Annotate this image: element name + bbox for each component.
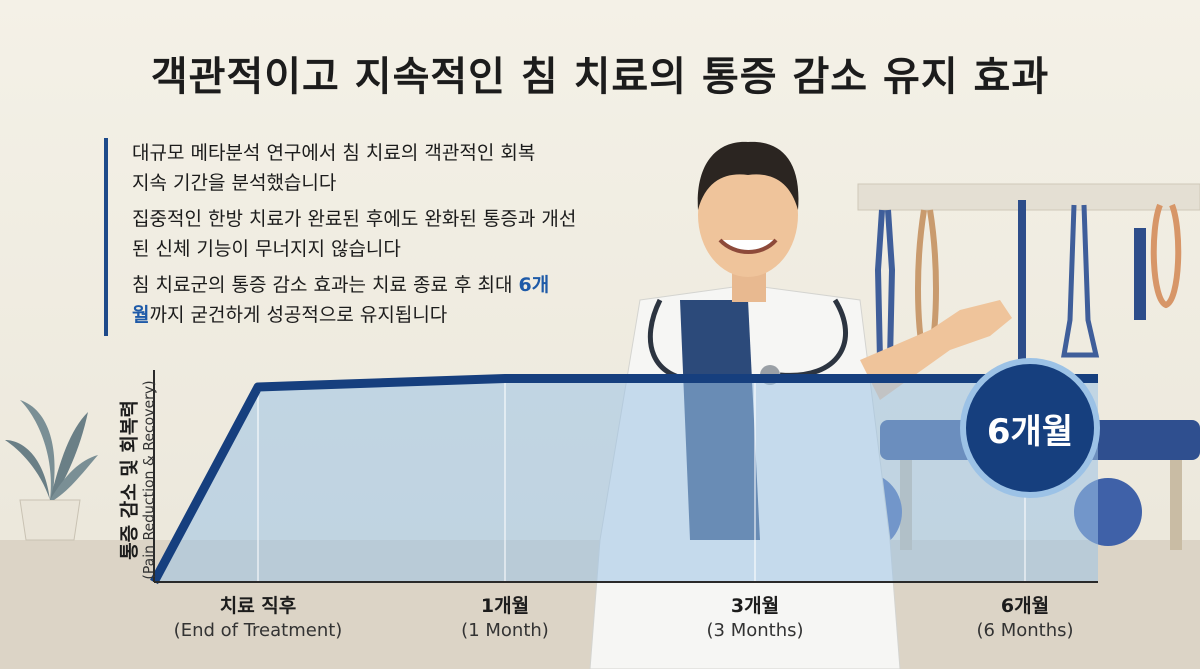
plant-icon xyxy=(5,400,98,541)
x-tick-1-month: 1개월 (1 Month) xyxy=(461,594,549,644)
x-tick-label-korean: 6개월 xyxy=(1000,595,1050,617)
x-tick-label-korean: 3개월 xyxy=(730,595,780,617)
data-point xyxy=(255,383,261,390)
six-month-badge-label: 6개월 xyxy=(986,411,1074,452)
page-title: 객관적이고 지속적인 침 치료의 통증 감소 유지 효과 xyxy=(150,54,1050,100)
x-tick-label-english: (3 Months) xyxy=(706,620,804,641)
y-axis-label-english: (Pain Reduction & Recovery) xyxy=(141,380,158,580)
data-point xyxy=(502,375,508,382)
resistance-bands-icon xyxy=(857,183,1200,361)
x-tick-3-months: 3개월 (3 Months) xyxy=(706,594,803,644)
intro-paragraph-3-tail: 까지 굳건하게 성공적으로 유지됩니다 xyxy=(149,304,448,326)
series-area xyxy=(154,378,1098,582)
x-tick-label-korean: 1개월 xyxy=(480,595,530,617)
data-point xyxy=(752,375,758,382)
y-axis-label-korean: 통증 감소 및 회복력 xyxy=(118,400,141,560)
intro-paragraph-3: 침 치료군의 통증 감소 효과는 치료 종료 후 최대 6개월까지 굳건하게 성… xyxy=(132,270,552,330)
intro-text-block: 대규모 메타분석 연구에서 침 치료의 객관적인 회복 지속 기간을 분석했습니… xyxy=(104,138,632,336)
x-tick-label-english: (6 Months) xyxy=(976,620,1074,641)
y-axis-label: 통증 감소 및 회복력 (Pain Reduction & Recovery) xyxy=(115,380,158,579)
six-month-badge: 6개월 xyxy=(960,358,1100,498)
intro-paragraph-2: 집중적인 한방 치료가 완료된 후에도 완화된 통증과 개선된 신체 기능이 무… xyxy=(132,208,577,260)
x-tick-label-english: (1 Month) xyxy=(461,620,549,641)
intro-paragraph-3-lead: 침 치료군의 통증 감소 효과는 치료 종료 후 최대 xyxy=(132,274,513,296)
intro-paragraph-1: 대규모 메타분석 연구에서 침 치료의 객관적인 회복 지속 기간을 분석했습니… xyxy=(132,142,536,194)
intro-highlight-6-months: 6개월 xyxy=(132,274,550,326)
x-tick-6-months: 6개월 (6 Months) xyxy=(976,594,1073,644)
x-tick-end-of-treatment: 치료 직후 (End of Treatment) xyxy=(174,594,343,644)
x-tick-label-korean: 치료 직후 xyxy=(219,595,297,617)
x-tick-label-english: (End of Treatment) xyxy=(173,620,343,641)
